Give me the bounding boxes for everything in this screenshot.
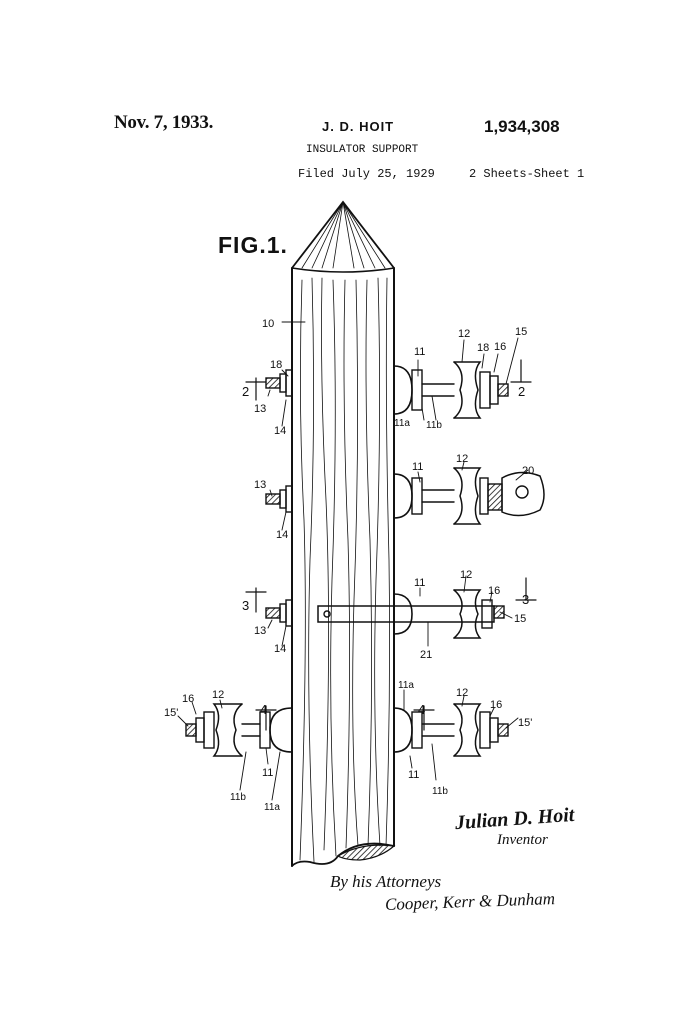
ref-14-c: 14 — [274, 643, 286, 655]
ref-12-d: 12 — [456, 687, 468, 699]
ref-15p-a: 15' — [518, 717, 532, 729]
ref-16-a: 16 — [494, 341, 506, 353]
section-3-left: 3 — [242, 598, 249, 613]
section-3-right: 3 — [522, 592, 529, 607]
bolt-3-left — [266, 600, 292, 626]
ref-11-a: 11 — [414, 346, 425, 358]
ref-15-b: 15 — [514, 613, 526, 625]
ref-13-b: 13 — [254, 479, 266, 491]
wooden-pole — [292, 202, 394, 866]
ref-18-a: 18 — [477, 342, 489, 354]
ref-12-b: 12 — [456, 453, 468, 465]
ref-14-a: 14 — [274, 425, 286, 437]
ref-13-c: 13 — [254, 625, 266, 637]
ref-11a-c: 11a — [264, 802, 280, 813]
inventor-role: Inventor — [497, 832, 548, 849]
bracket-3-right — [318, 590, 504, 638]
ref-13-a: 13 — [254, 403, 266, 415]
ref-11b-c: 11b — [230, 792, 246, 803]
ref-12-a: 12 — [458, 328, 470, 340]
ref-16-c: 16 — [490, 699, 502, 711]
ref-21: 21 — [420, 649, 432, 661]
ref-18-b: 18 — [270, 359, 282, 371]
section-4-right: 4 — [418, 702, 425, 717]
section-2-left: 2 — [242, 384, 249, 399]
ref-11b-a: 11b — [426, 420, 442, 431]
ref-16-b: 16 — [488, 585, 500, 597]
ref-15-a: 15 — [515, 326, 527, 338]
ref-16-d: 16 — [182, 693, 194, 705]
ref-11-c: 11 — [414, 577, 425, 589]
ref-11b-b: 11b — [432, 786, 448, 797]
ref-12-e: 12 — [212, 689, 224, 701]
ref-20: 20 — [522, 465, 534, 477]
ref-15p-b: 15' — [164, 707, 178, 719]
bolt-1-left — [266, 370, 292, 396]
ref-11a-b: 11a — [398, 680, 414, 691]
ref-11-d: 11 — [408, 769, 419, 781]
ref-11-e: 11 — [262, 767, 273, 779]
ref-14-b: 14 — [276, 529, 288, 541]
ref-11a-a: 11a — [394, 418, 410, 429]
bracket-1-right — [394, 362, 508, 418]
bracket-4-right — [394, 704, 508, 756]
section-4-left: 4 — [260, 702, 267, 717]
attorneys-label: By his Attorneys — [330, 872, 441, 892]
ref-12-c: 12 — [460, 569, 472, 581]
ref-11-b: 11 — [412, 461, 423, 473]
bracket-4-left — [186, 704, 292, 756]
ref-10: 10 — [262, 318, 274, 330]
wood-grain — [300, 278, 390, 862]
section-2-right: 2 — [518, 384, 525, 399]
